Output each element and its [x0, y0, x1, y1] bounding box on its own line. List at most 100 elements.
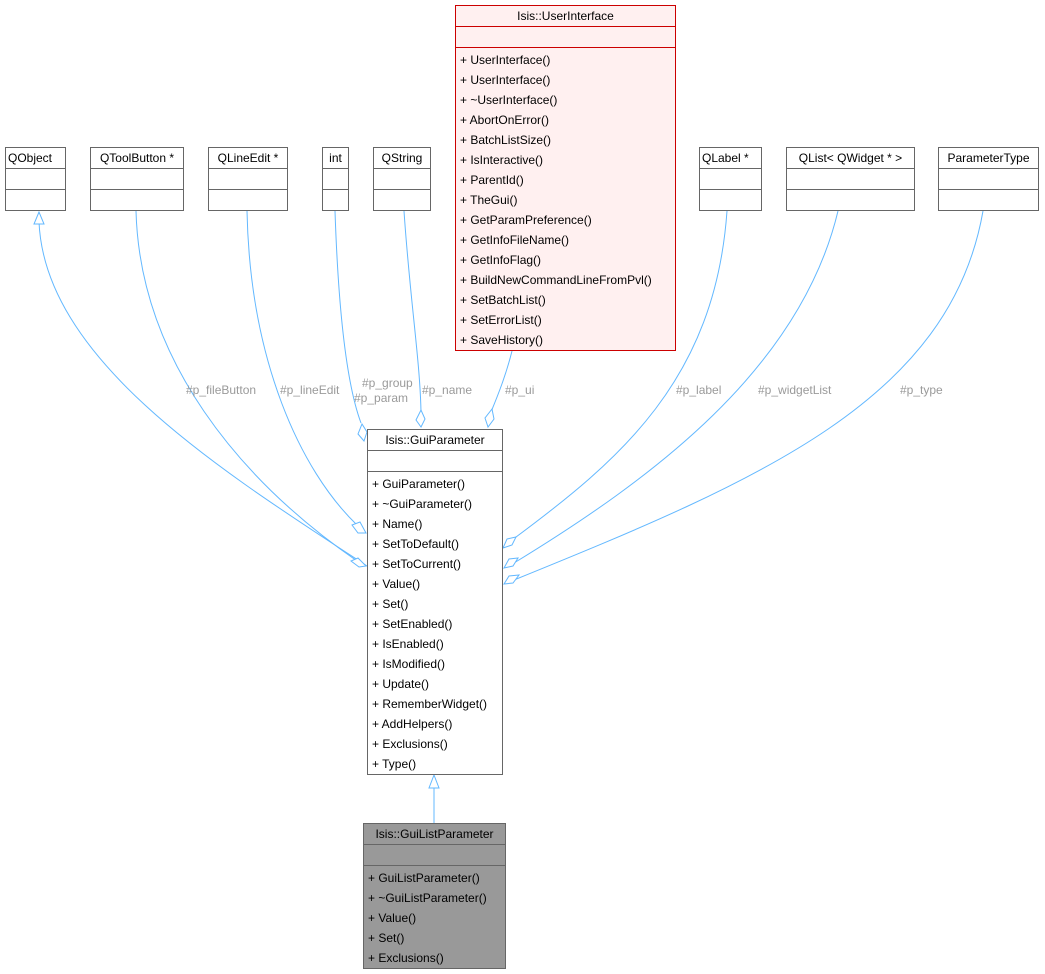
method: + GetInfoFileName() [460, 233, 570, 247]
method: + SetBatchList() [460, 293, 546, 307]
edge-label-p-widgetlist: #p_widgetList [758, 383, 832, 397]
method: + Name() [372, 517, 423, 531]
method: + Value() [372, 577, 421, 591]
method: + AbortOnError() [460, 113, 550, 127]
class-name: Isis::GuiListParameter [364, 824, 505, 845]
method: + Set() [368, 931, 405, 945]
attributes-compartment [323, 169, 348, 190]
method: + SetToCurrent() [372, 557, 462, 571]
method: + RememberWidget() [372, 697, 488, 711]
method: + GetParamPreference() [460, 213, 592, 227]
attributes-compartment [700, 169, 761, 190]
edge-label-p-name: #p_name [422, 383, 473, 397]
attributes-compartment [374, 169, 430, 190]
methods-compartment: + GuiListParameter() + ~GuiListParameter… [364, 866, 505, 970]
method: + SaveHistory() [460, 333, 544, 347]
method: + GuiParameter() [372, 477, 466, 491]
method: + SetEnabled() [372, 617, 453, 631]
aggregation-diamond-qstring [415, 408, 426, 428]
attributes-compartment [364, 845, 505, 866]
inherit-arrow-guiparameter [428, 773, 440, 789]
attributes-compartment [939, 169, 1038, 190]
edge-qobject-inheritance [38, 221, 368, 567]
inherit-arrow-qobject [33, 210, 45, 225]
method: + AddHelpers() [372, 717, 453, 731]
aggregation-diamond-widgetlist [503, 557, 519, 569]
attributes-compartment [456, 27, 675, 48]
method: + Value() [368, 911, 417, 925]
edge-p-ui [490, 350, 513, 413]
class-qlineedit[interactable]: QLineEdit * [208, 147, 288, 211]
class-qobject[interactable]: QObject [5, 147, 66, 211]
aggregation-diamond-ui [484, 407, 495, 429]
aggregation-diamond-lineedit [351, 521, 367, 534]
class-name: QToolButton * [91, 148, 183, 169]
aggregation-diamond-type [503, 574, 521, 585]
method: + TheGui() [460, 193, 518, 207]
class-userinterface[interactable]: Isis::UserInterface + UserInterface() + … [455, 5, 676, 351]
attributes-compartment [91, 169, 183, 190]
methods-compartment: + UserInterface() + UserInterface() + ~U… [456, 48, 675, 352]
method: + ~GuiListParameter() [368, 891, 487, 905]
method: + Set() [372, 597, 409, 611]
attributes-compartment [368, 451, 502, 472]
method: + ParentId() [460, 173, 524, 187]
edge-label-p-type: #p_type [900, 383, 943, 397]
method: + Exclusions() [368, 951, 444, 965]
class-name: QString [374, 148, 430, 169]
method: + GetInfoFlag() [460, 253, 542, 267]
methods-compartment: + GuiParameter() + ~GuiParameter() + Nam… [368, 472, 502, 776]
edge-p-label [511, 210, 728, 541]
method: + UserInterface() [460, 73, 551, 87]
method: + UserInterface() [460, 53, 551, 67]
class-name: Isis::UserInterface [456, 6, 675, 27]
attributes-compartment [209, 169, 287, 190]
method: + Type() [372, 757, 417, 771]
class-name: QLabel * [700, 148, 761, 169]
edge-p-filebutton [135, 210, 358, 562]
edge-label-p-param: #p_param [354, 391, 409, 405]
class-name: Isis::GuiParameter [368, 430, 502, 451]
method: + IsModified() [372, 657, 446, 671]
method: + BatchListSize() [460, 133, 552, 147]
method: + IsEnabled() [372, 637, 444, 651]
attributes-compartment [787, 169, 914, 190]
method: + Exclusions() [372, 737, 448, 751]
method: + SetErrorList() [460, 313, 542, 327]
edge-label-p-label: #p_label [676, 383, 722, 397]
method: + SetToDefault() [372, 537, 460, 551]
class-name: QObject [6, 148, 65, 169]
edge-label-p-lineedit: #p_lineEdit [280, 383, 340, 397]
edge-p-type [513, 210, 984, 581]
class-qstring[interactable]: QString [373, 147, 431, 211]
edge-label-p-group: #p_group [362, 376, 413, 390]
edge-p-group [334, 210, 362, 424]
class-name: ParameterType [939, 148, 1038, 169]
class-name: QLineEdit * [209, 148, 287, 169]
edge-p-lineedit [246, 210, 358, 526]
class-qtoolbutton[interactable]: QToolButton * [90, 147, 184, 211]
class-qlabel[interactable]: QLabel * [699, 147, 762, 211]
method: + GuiListParameter() [368, 871, 480, 885]
class-int[interactable]: int [322, 147, 349, 211]
class-name: int [323, 148, 348, 169]
edge-label-p-filebutton: #p_fileButton [186, 383, 257, 397]
class-parametertype[interactable]: ParameterType [938, 147, 1039, 211]
method: + ~UserInterface() [460, 93, 558, 107]
class-name: QList< QWidget * > [787, 148, 914, 169]
method: + IsInteractive() [460, 153, 544, 167]
aggregation-diamond-filebutton [350, 557, 368, 568]
aggregation-diamond-int [357, 422, 368, 442]
edge-label-p-ui: #p_ui [505, 383, 535, 397]
method: + ~GuiParameter() [372, 497, 473, 511]
method: + BuildNewCommandLineFromPvl() [460, 273, 652, 287]
edge-p-name [403, 210, 422, 413]
aggregation-diamond-label [502, 536, 517, 549]
class-qlist-qwidget[interactable]: QList< QWidget * > [786, 147, 915, 211]
class-guiparameter[interactable]: Isis::GuiParameter + GuiParameter() + ~G… [367, 429, 503, 775]
class-guilistparameter[interactable]: Isis::GuiListParameter + GuiListParamete… [363, 823, 506, 969]
edge-p-widgetlist [513, 210, 839, 564]
method: + Update() [372, 677, 430, 691]
